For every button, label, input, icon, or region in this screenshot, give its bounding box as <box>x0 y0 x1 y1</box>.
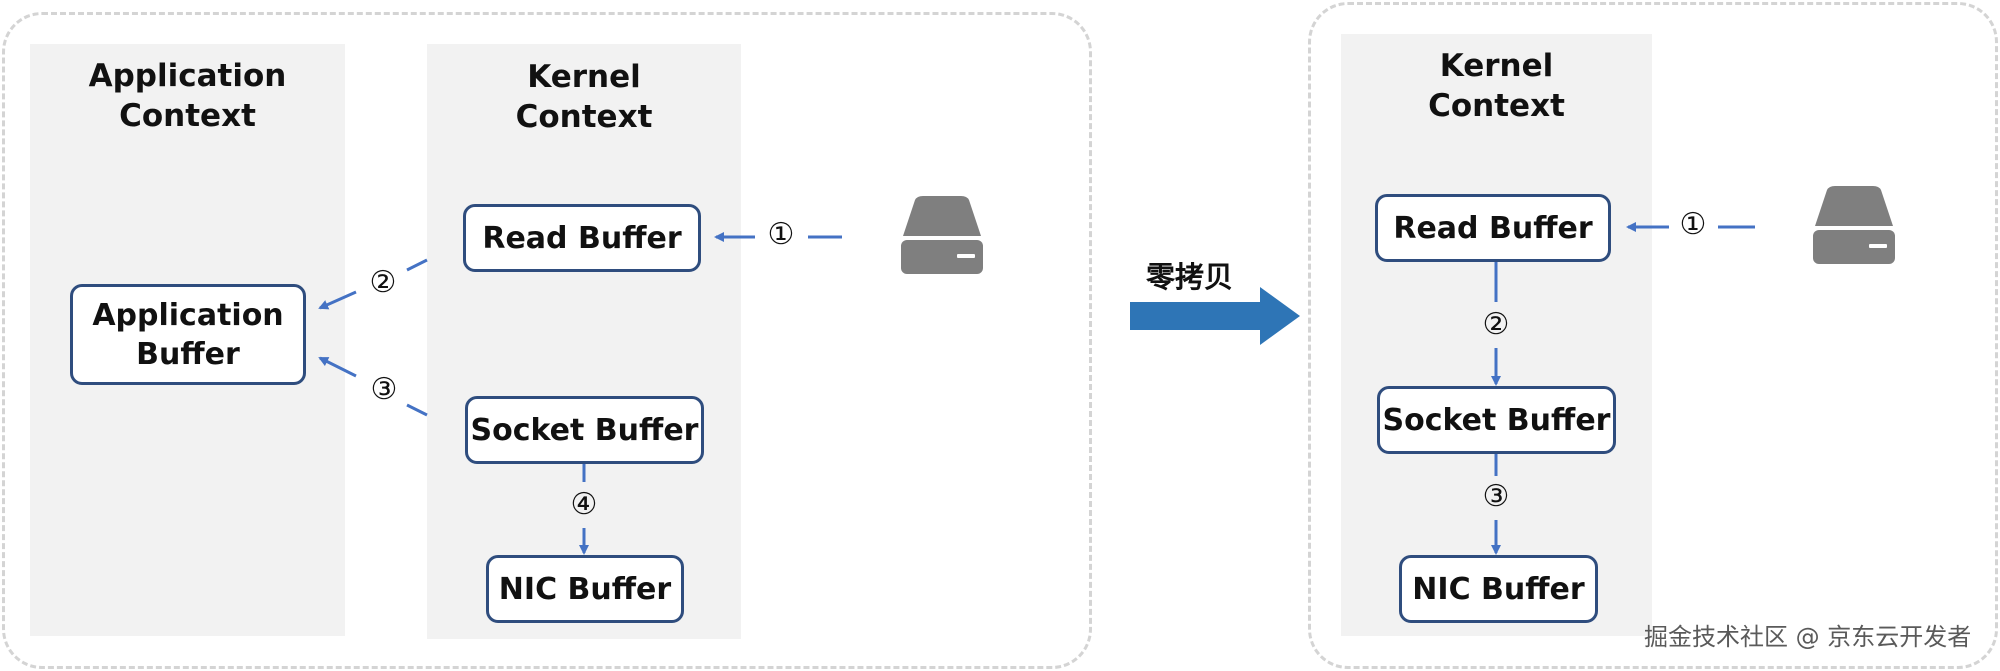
hard-drive-icon <box>901 196 983 274</box>
step-1-left: ① <box>767 217 795 252</box>
nic-buffer-box-right: NIC Buffer <box>1399 555 1598 623</box>
socket-buffer-box-right: Socket Buffer <box>1377 386 1616 454</box>
application-context-title: Application Context <box>88 58 287 134</box>
step-2-right: ② <box>1482 307 1510 342</box>
read-buffer-box-left: Read Buffer <box>463 204 701 272</box>
zero-copy-transition-arrow <box>1130 287 1300 345</box>
step-1-right: ① <box>1679 207 1707 242</box>
application-buffer-box: Application Buffer <box>70 284 306 385</box>
nic-buffer-box-left: NIC Buffer <box>486 555 684 623</box>
read-buffer-box-right: Read Buffer <box>1375 194 1611 262</box>
traditional-copy-panel <box>2 12 1092 669</box>
step-2-left: ② <box>369 265 397 300</box>
watermark-text: 掘金技术社区 @ 京东云开发者 <box>1644 623 1972 651</box>
kernel-context-title-left: Kernel Context <box>515 59 653 135</box>
kernel-context-title-right: Kernel Context <box>1428 48 1565 124</box>
socket-buffer-box-left: Socket Buffer <box>465 396 704 464</box>
hard-drive-icon <box>1813 186 1895 264</box>
step-3-right: ③ <box>1482 479 1510 514</box>
zero-copy-label: 零拷贝 <box>1146 260 1234 294</box>
kernel-context-area-left: Kernel Context <box>427 44 741 639</box>
step-4-left: ④ <box>570 487 598 522</box>
step-3-left: ③ <box>370 372 398 407</box>
zero-copy-panel <box>1308 2 1998 669</box>
